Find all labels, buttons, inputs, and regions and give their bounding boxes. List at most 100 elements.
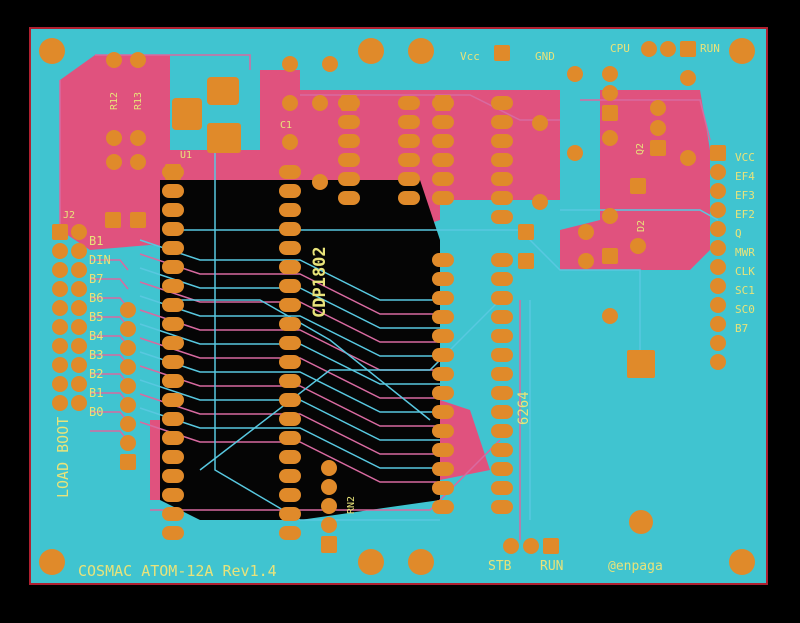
pad	[162, 260, 184, 274]
board-title: COSMAC ATOM-12A Rev1.4	[78, 562, 277, 580]
pad	[71, 262, 87, 278]
pad	[130, 52, 146, 68]
pad	[120, 454, 136, 470]
pad	[162, 374, 184, 388]
pad	[282, 56, 298, 72]
pad	[279, 355, 301, 369]
pad	[710, 316, 726, 332]
pad	[162, 184, 184, 198]
pad	[52, 357, 68, 373]
left-label: B6	[89, 291, 103, 305]
pad	[398, 134, 420, 148]
pad	[710, 164, 726, 180]
pad	[279, 469, 301, 483]
pad	[432, 115, 454, 129]
pad	[491, 172, 513, 186]
pad	[52, 281, 68, 297]
ref-rn2: RN2	[346, 496, 357, 514]
pad	[491, 253, 513, 267]
pad	[494, 45, 510, 61]
pad	[398, 172, 420, 186]
pad	[162, 412, 184, 426]
right-label: SC1	[735, 284, 755, 297]
pad	[398, 153, 420, 167]
trace	[199, 299, 501, 471]
pad	[578, 224, 594, 240]
copper-pour-mid	[440, 400, 490, 480]
pad	[52, 319, 68, 335]
crystal-pad	[627, 350, 655, 378]
pad	[321, 537, 337, 553]
pad	[491, 115, 513, 129]
trace	[95, 54, 251, 70]
ref-u1: U1	[180, 150, 192, 161]
pad	[312, 174, 328, 190]
pad	[52, 262, 68, 278]
pad	[602, 308, 618, 324]
pad	[279, 165, 301, 179]
pad	[279, 374, 301, 388]
left-label: B1	[89, 234, 103, 248]
pad	[523, 538, 539, 554]
mounting-hole	[729, 549, 755, 575]
pad	[503, 538, 519, 554]
pad	[279, 241, 301, 255]
pad	[491, 272, 513, 286]
pad	[71, 300, 87, 316]
pad	[532, 115, 548, 131]
pad	[162, 336, 184, 350]
pad	[338, 134, 360, 148]
pad	[279, 488, 301, 502]
pad	[491, 291, 513, 305]
pad	[52, 395, 68, 411]
pad	[602, 66, 618, 82]
pad	[105, 212, 121, 228]
pad	[398, 115, 420, 129]
pad	[338, 115, 360, 129]
pad	[279, 317, 301, 331]
pad	[321, 517, 337, 533]
mounting-hole	[729, 38, 755, 64]
regulator-pad	[207, 77, 239, 105]
pad	[322, 56, 338, 72]
pad	[130, 212, 146, 228]
left-label: B2	[89, 367, 103, 381]
pad	[518, 224, 534, 240]
pad	[71, 243, 87, 259]
mounting-hole	[39, 549, 65, 575]
pad	[52, 376, 68, 392]
pad	[279, 279, 301, 293]
pad	[282, 95, 298, 111]
pad	[162, 241, 184, 255]
pad	[432, 153, 454, 167]
pad	[491, 386, 513, 400]
pad	[680, 150, 696, 166]
pad	[650, 120, 666, 136]
pad	[680, 70, 696, 86]
pad	[602, 208, 618, 224]
pad	[491, 443, 513, 457]
pad	[710, 202, 726, 218]
pad	[710, 259, 726, 275]
pad	[52, 243, 68, 259]
pad	[279, 336, 301, 350]
pad	[279, 431, 301, 445]
pad	[710, 354, 726, 370]
pad	[432, 253, 454, 267]
pad	[650, 140, 666, 156]
pad	[130, 154, 146, 170]
pad	[491, 367, 513, 381]
right-label: MWR	[735, 246, 755, 259]
pad	[338, 191, 360, 205]
mounting-holes	[39, 38, 755, 575]
pad	[162, 203, 184, 217]
pad	[432, 291, 454, 305]
pad	[710, 183, 726, 199]
pad	[491, 405, 513, 419]
top-label-gnd: GND	[535, 50, 555, 63]
pad	[338, 153, 360, 167]
pad	[282, 134, 298, 150]
ram-chip-label: 6264	[516, 391, 532, 425]
pad	[162, 298, 184, 312]
